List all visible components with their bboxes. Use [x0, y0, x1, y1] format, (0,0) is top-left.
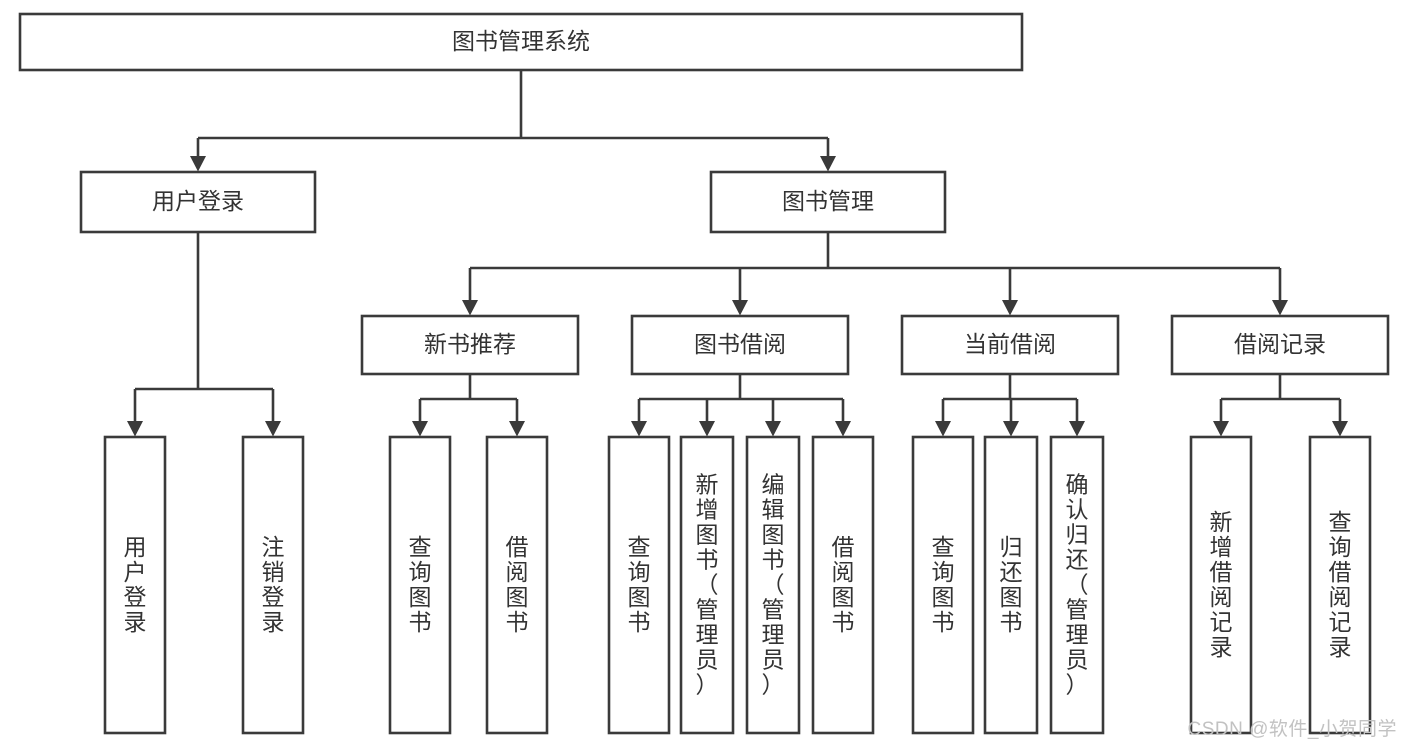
node-box [485, 435, 549, 735]
node-box [103, 435, 167, 735]
node-records[interactable]: 借阅记录 [1170, 314, 1390, 376]
node-box [679, 435, 735, 735]
node-box [745, 435, 801, 735]
node-newbook[interactable]: 新书推荐 [360, 314, 580, 376]
arrow-head-icon [412, 421, 428, 437]
node-label: 新增借阅记录 [1210, 509, 1233, 660]
node-leaf-confirm-return[interactable]: 确认归还（管理员） [1049, 435, 1105, 735]
node-leaf-query-book-2[interactable]: 查询图书 [607, 435, 671, 735]
node-label: 用户登录 [124, 534, 147, 635]
arrow-head-icon [127, 421, 143, 437]
arrow-head-icon [820, 156, 836, 172]
arrow-head-icon [1272, 300, 1288, 316]
node-label: 查询图书 [409, 534, 432, 635]
node-box [607, 435, 671, 735]
connector-group-current [935, 374, 1085, 437]
arrow-head-icon [190, 156, 206, 172]
node-leaf-query-book-3[interactable]: 查询图书 [911, 435, 975, 735]
node-label: 图书管理系统 [452, 28, 590, 54]
node-box [811, 435, 875, 735]
arrow-head-icon [699, 421, 715, 437]
node-label: 确认归还（管理员） [1066, 472, 1089, 698]
node-box [360, 314, 580, 376]
node-label: 借阅图书 [506, 534, 529, 635]
node-box [1049, 435, 1105, 735]
node-box [79, 170, 317, 234]
arrow-head-icon [1213, 421, 1229, 437]
arrow-head-icon [935, 421, 951, 437]
node-label: 图书借阅 [694, 331, 786, 357]
arrow-head-icon [732, 300, 748, 316]
node-box [911, 435, 975, 735]
node-label: 当前借阅 [964, 331, 1056, 357]
node-leaf-return-book[interactable]: 归还图书 [983, 435, 1039, 735]
connector-group-login [127, 232, 281, 437]
arrow-head-icon [462, 300, 478, 316]
arrow-head-icon [265, 421, 281, 437]
node-box [388, 435, 452, 735]
node-leaf-borrow-book-2[interactable]: 借阅图书 [811, 435, 875, 735]
node-leaf-query-book-1[interactable]: 查询图书 [388, 435, 452, 735]
node-box [241, 435, 305, 735]
node-leaf-borrow-book-1[interactable]: 借阅图书 [485, 435, 549, 735]
node-box [709, 170, 947, 234]
node-label: 注销登录 [262, 534, 285, 635]
node-leaf-edit-book[interactable]: 编辑图书（管理员） [745, 435, 801, 735]
connector-group-records [1213, 374, 1348, 437]
node-label: 查询图书 [932, 534, 955, 635]
connector-group-borrow [631, 374, 851, 437]
node-leaf-user-login[interactable]: 用户登录 [103, 435, 167, 735]
arrow-head-icon [509, 421, 525, 437]
watermark-label: CSDN @软件_小贺同学 [1187, 719, 1397, 740]
arrow-head-icon [1069, 421, 1085, 437]
node-label: 新书推荐 [424, 331, 516, 357]
arrow-head-icon [835, 421, 851, 437]
arrow-head-icon [1332, 421, 1348, 437]
node-leaf-add-record[interactable]: 新增借阅记录 [1189, 435, 1253, 735]
arrow-head-icon [1003, 421, 1019, 437]
arrow-head-icon [631, 421, 647, 437]
node-layer: 图书管理系统用户登录图书管理新书推荐图书借阅当前借阅借阅记录用户登录注销登录查询… [18, 12, 1390, 735]
node-leaf-query-record[interactable]: 查询借阅记录 [1308, 435, 1372, 735]
node-box [1308, 435, 1372, 735]
node-box [18, 12, 1024, 72]
node-label: 借阅图书 [832, 534, 855, 635]
node-label: 查询借阅记录 [1329, 509, 1352, 660]
node-current[interactable]: 当前借阅 [900, 314, 1120, 376]
connector-group-root [190, 70, 836, 172]
connector-group-bookmgmt [462, 232, 1288, 316]
node-leaf-logout[interactable]: 注销登录 [241, 435, 305, 735]
node-box [983, 435, 1039, 735]
node-bookmgmt[interactable]: 图书管理 [709, 170, 947, 234]
node-label: 查询图书 [628, 534, 651, 635]
node-box [630, 314, 850, 376]
node-label: 图书管理 [782, 188, 874, 214]
node-box [900, 314, 1120, 376]
connector-layer [127, 70, 1348, 437]
node-leaf-add-book[interactable]: 新增图书（管理员） [679, 435, 735, 735]
node-label: 用户登录 [152, 188, 244, 214]
node-login[interactable]: 用户登录 [79, 170, 317, 234]
node-box [1189, 435, 1253, 735]
node-box [1170, 314, 1390, 376]
connector-group-newbook [412, 374, 525, 437]
node-root[interactable]: 图书管理系统 [18, 12, 1024, 72]
node-label: 借阅记录 [1234, 331, 1326, 357]
node-label: 新增图书（管理员） [696, 472, 719, 698]
arrow-head-icon [1002, 300, 1018, 316]
arrow-head-icon [765, 421, 781, 437]
node-label: 编辑图书（管理员） [762, 472, 785, 698]
node-borrow[interactable]: 图书借阅 [630, 314, 850, 376]
node-label: 归还图书 [1000, 534, 1023, 635]
